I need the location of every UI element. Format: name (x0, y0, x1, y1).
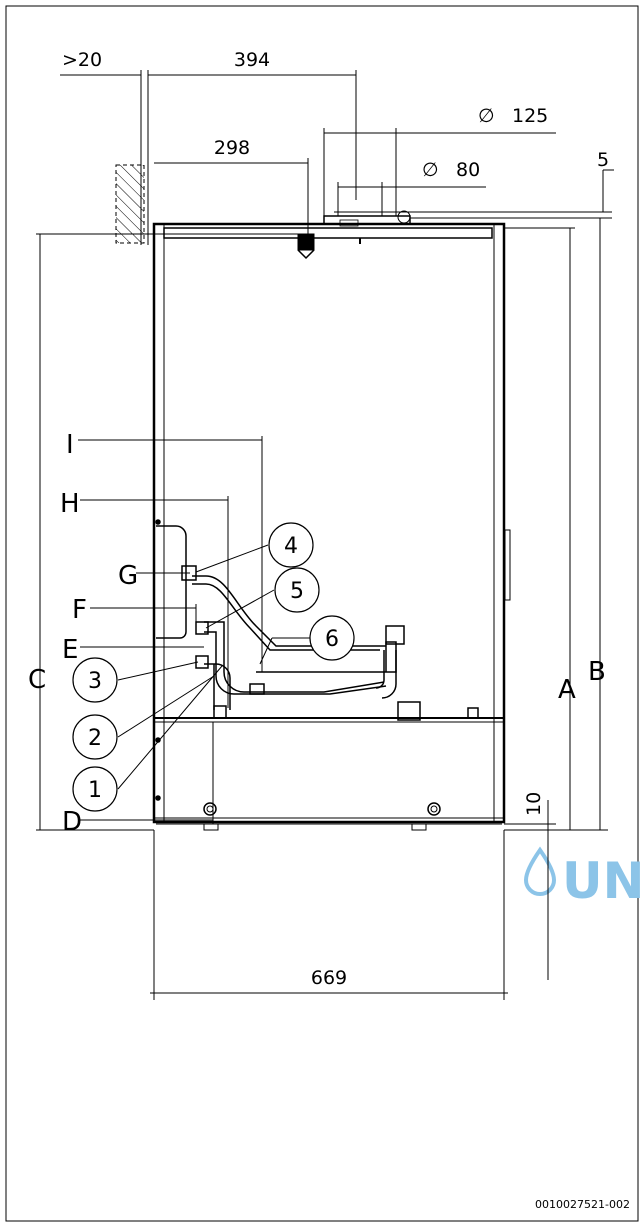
top-dimension-lines (60, 70, 614, 245)
wall-hatch (115, 164, 145, 244)
label-H: H (60, 489, 80, 519)
watermark: UNI (523, 846, 644, 910)
dim-5: 5 (597, 149, 609, 171)
svg-text:6: 6 (325, 627, 339, 652)
callout-leaders (117, 544, 310, 790)
svg-text:3: 3 (88, 669, 102, 694)
internal-piping (155, 519, 479, 801)
cabinet-feet (203, 802, 441, 831)
dim-wall-clearance: >20 (62, 49, 102, 71)
label-A: A (558, 675, 576, 705)
dim-394: 394 (234, 49, 270, 71)
connection-dimension-lines (78, 436, 263, 824)
width-dimension-lines (150, 830, 508, 1000)
reference-code: 0010027521-002 (535, 1198, 630, 1211)
dim-298: 298 (214, 137, 250, 159)
boiler-cabinet (152, 222, 511, 825)
svg-text:UNI: UNI (562, 852, 644, 910)
svg-text:5: 5 (290, 579, 304, 604)
label-D: D (62, 807, 82, 837)
callout-1: 1 (72, 766, 118, 812)
flue-collar (297, 210, 411, 260)
svg-text:1: 1 (88, 778, 102, 803)
diameter-symbol-80: ∅ (422, 159, 439, 181)
water-drop-icon (523, 846, 557, 896)
label-E: E (62, 635, 78, 665)
height-dimension-lines (36, 218, 608, 980)
label-F: F (72, 595, 87, 625)
callout-3: 3 (72, 657, 118, 703)
dim-125: 125 (512, 105, 548, 127)
label-I: I (66, 430, 74, 460)
label-G: G (118, 561, 138, 591)
svg-text:2: 2 (88, 726, 102, 751)
page-frame (5, 5, 639, 1222)
dim-80: 80 (456, 159, 480, 181)
dim-10: 10 (523, 792, 545, 816)
diameter-symbol-125: ∅ (478, 105, 495, 127)
label-C: C (28, 665, 46, 695)
label-B: B (588, 657, 606, 687)
svg-text:4: 4 (284, 534, 298, 559)
callout-4: 4 (268, 522, 314, 568)
callout-6: 6 (309, 615, 355, 661)
dim-669: 669 (311, 967, 347, 989)
callout-5: 5 (274, 567, 320, 613)
callout-2: 2 (72, 714, 118, 760)
